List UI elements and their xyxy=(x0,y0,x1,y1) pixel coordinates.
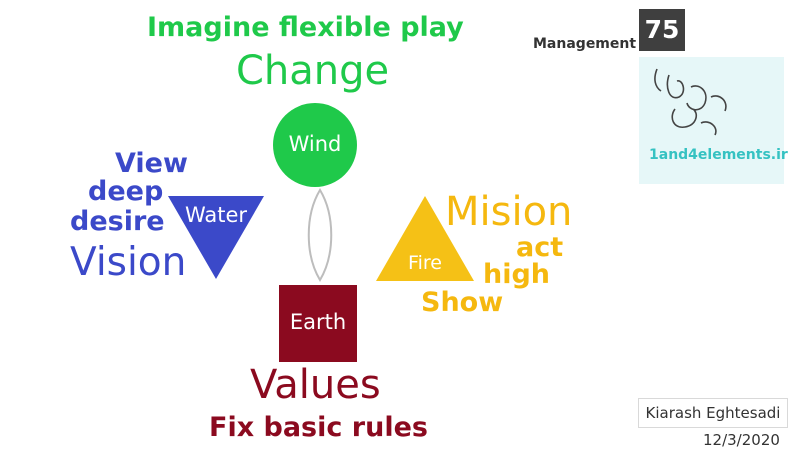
number-badge: 75 xyxy=(639,9,685,51)
fire-label: Fire xyxy=(408,252,442,274)
fix-basic-rules-word: Fix basic rules xyxy=(209,412,428,443)
show-word: Show xyxy=(421,287,504,318)
fire-triangle xyxy=(376,196,474,281)
management-label: Management xyxy=(533,36,637,52)
high-word: high xyxy=(483,259,551,290)
deep-word: deep xyxy=(88,176,164,207)
values-word: Values xyxy=(250,362,381,408)
date-label: 12/3/2020 xyxy=(703,431,780,449)
change-heading: Change xyxy=(236,48,390,94)
act-word: act xyxy=(516,232,564,263)
desire-word: desire xyxy=(70,206,165,237)
earth-label: Earth xyxy=(289,310,347,334)
mision-word: Mision xyxy=(445,189,573,235)
earth-square xyxy=(279,285,357,362)
logo-panel: 1and4elements.ir xyxy=(639,57,788,184)
author-box: Kiarash Eghtesadi xyxy=(638,398,788,428)
wind-circle xyxy=(273,103,357,187)
vision-word: Vision xyxy=(70,240,187,285)
water-label: Water xyxy=(184,203,248,227)
view-word: View xyxy=(115,148,188,179)
wind-label: Wind xyxy=(288,132,342,156)
subtitle-heading: Imagine flexible play xyxy=(147,12,464,43)
calligraphy-logo xyxy=(654,68,727,136)
site-label: 1and4elements.ir xyxy=(649,147,788,163)
water-triangle xyxy=(168,196,264,279)
connector-shape xyxy=(307,188,333,282)
